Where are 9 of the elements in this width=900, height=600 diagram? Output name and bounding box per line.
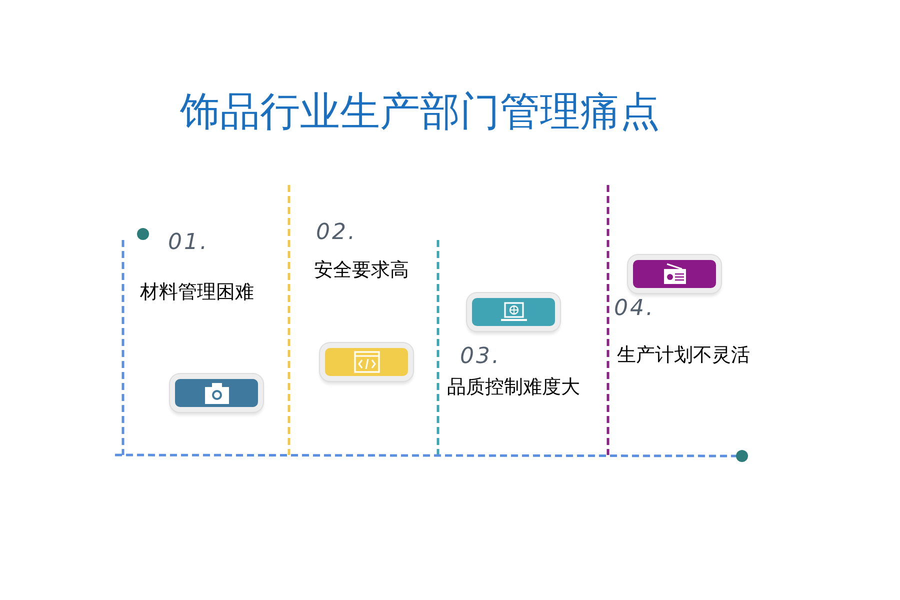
pain-point-text: 安全要求高 xyxy=(314,258,409,283)
step-number: 04. xyxy=(614,296,655,321)
pain-point-text: 品质控制难度大 xyxy=(447,375,580,400)
pain-point-text: 材料管理困难 xyxy=(140,280,254,305)
step-number: 01. xyxy=(168,230,209,255)
step-number: 02. xyxy=(316,220,357,245)
pain-point-text: 生产计划不灵活 xyxy=(617,343,750,368)
step-number: 03. xyxy=(460,344,501,369)
title: 饰品行业生产部门管理痛点 xyxy=(180,88,660,137)
